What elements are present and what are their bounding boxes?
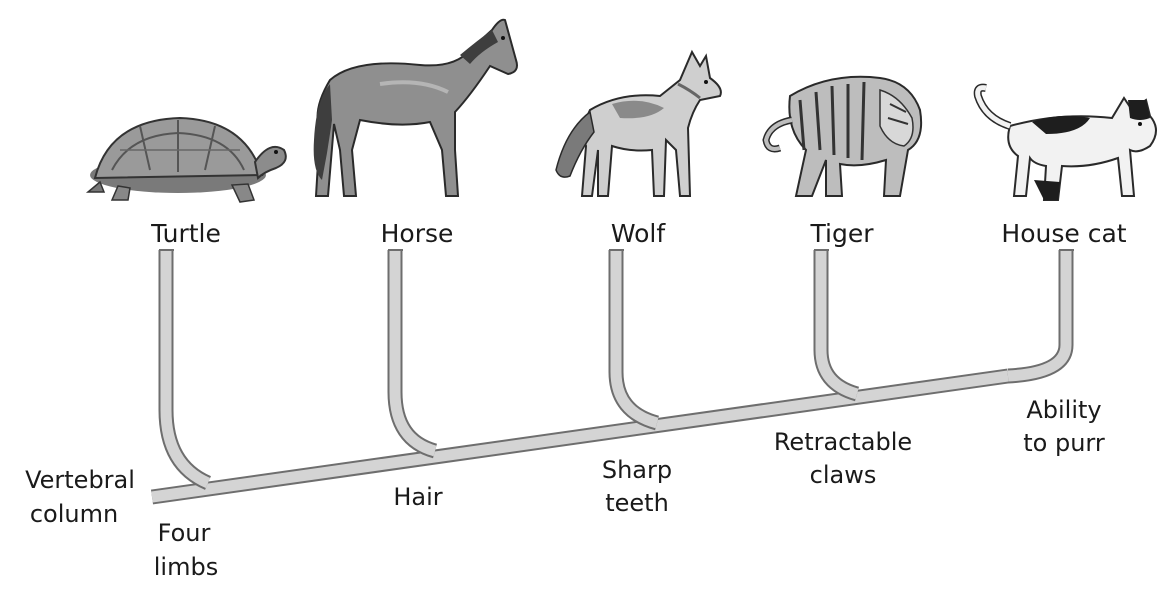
- trait-sharp-teeth-line1: Sharp: [602, 456, 672, 484]
- horse-icon: [313, 18, 518, 197]
- trait-retractable-claws-line1: Retractable: [774, 428, 912, 456]
- animal-label-house-cat: House cat: [1001, 219, 1126, 248]
- trait-ability-to-purr-line1: Ability: [1026, 396, 1101, 424]
- trait-hair: Hair: [393, 483, 442, 511]
- trait-sharp-teeth-line2: teeth: [605, 489, 669, 517]
- branch-tiger: [813, 250, 860, 402]
- main-trunk: [150, 368, 1010, 505]
- house-cat-icon: [973, 83, 1157, 201]
- trait-ability-to-purr-line2: to purr: [1023, 429, 1105, 457]
- trait-four-limbs-line2: limbs: [154, 553, 218, 581]
- trait-vertebral-column-line1: Vertebral: [25, 466, 135, 494]
- branch-horse: [387, 250, 438, 459]
- branch-caps: [159, 249, 1074, 251]
- cladogram-branches: [150, 249, 1074, 505]
- trait-vertebral-column-line2: column: [30, 500, 118, 528]
- trait-retractable-claws-line2: claws: [810, 461, 877, 489]
- branch-turtle: [158, 250, 212, 490]
- wolf-icon: [555, 49, 722, 197]
- animal-label-wolf: Wolf: [611, 219, 666, 248]
- trait-labels: Vertebral column Four limbs Hair Sharp t…: [25, 396, 1105, 581]
- animal-label-turtle: Turtle: [150, 219, 221, 248]
- turtle-icon: [85, 116, 287, 203]
- tiger-icon: [762, 75, 923, 197]
- branch-house-cat: [1007, 250, 1074, 384]
- animal-labels: Turtle Horse Wolf Tiger House cat: [150, 219, 1127, 248]
- animal-label-tiger: Tiger: [810, 219, 875, 248]
- branch-wolf: [608, 250, 660, 431]
- animal-label-horse: Horse: [381, 219, 454, 248]
- trait-four-limbs-line1: Four: [158, 519, 211, 547]
